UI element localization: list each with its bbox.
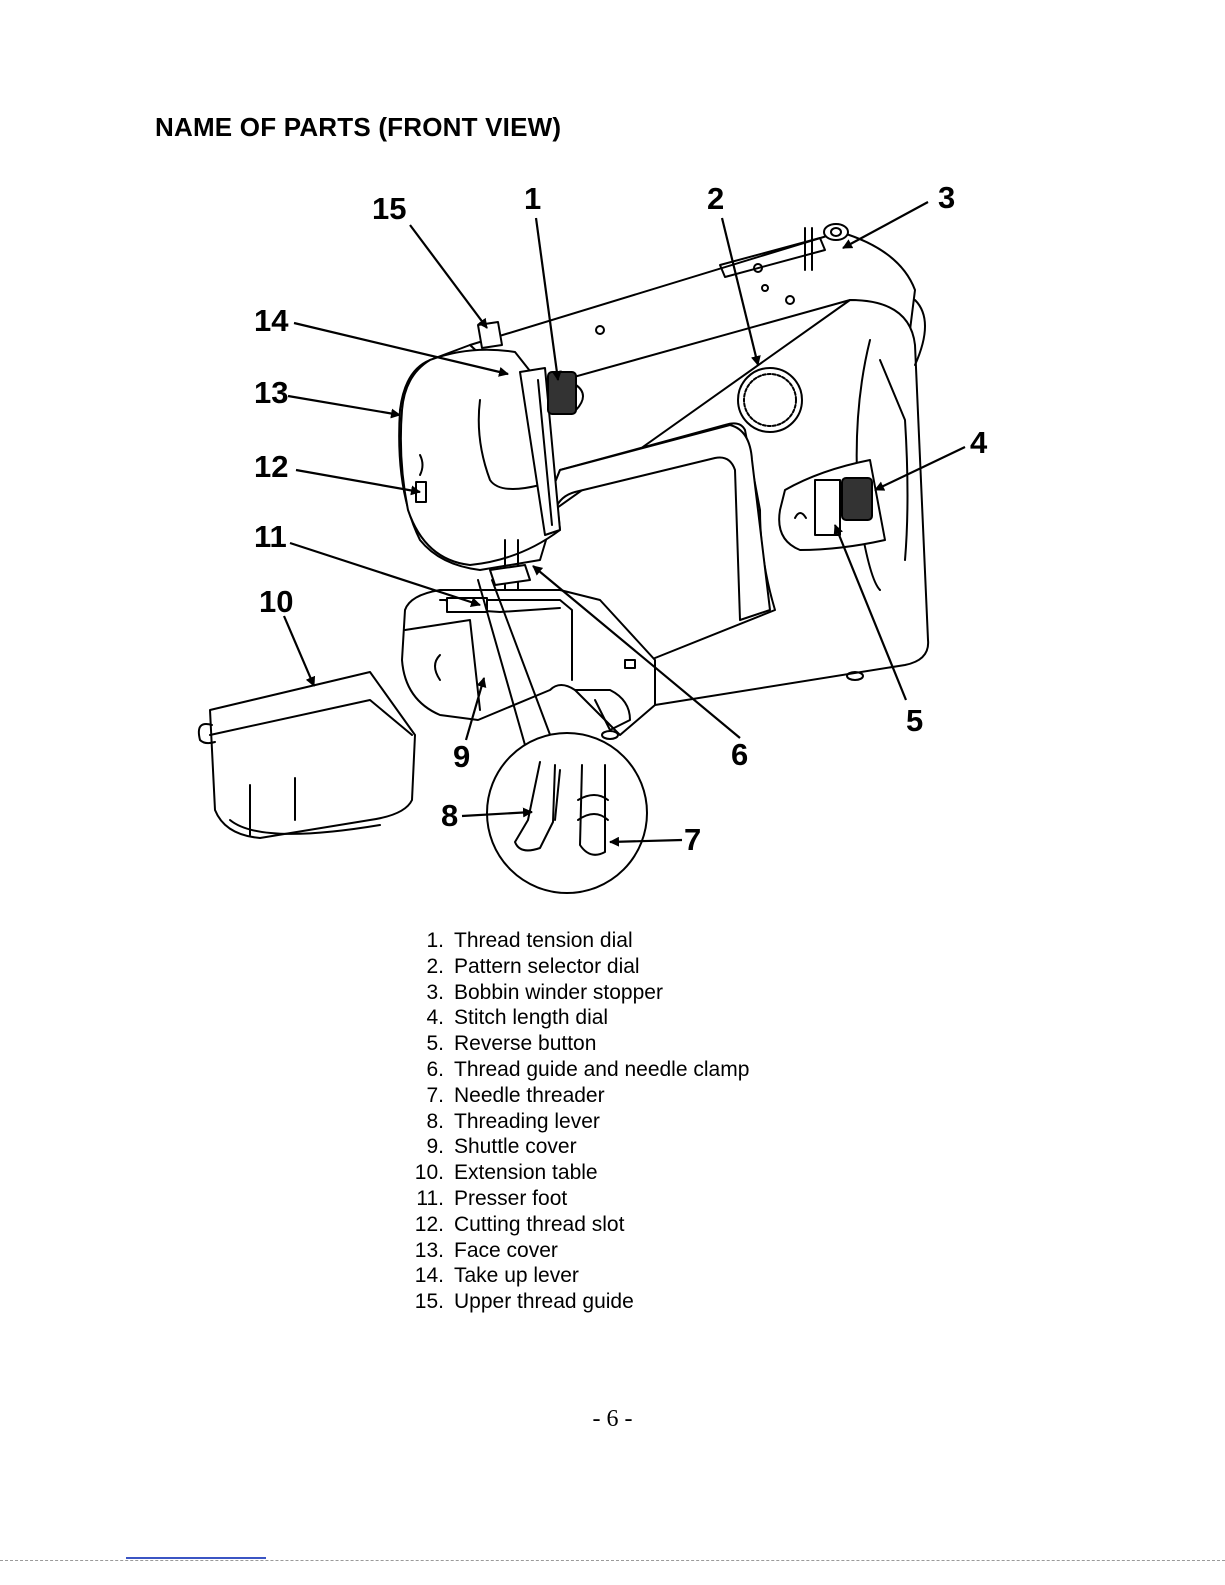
callout-9: 9 xyxy=(453,739,470,774)
list-item: 10.Extension table xyxy=(414,1161,598,1185)
leader-2 xyxy=(720,217,761,366)
callout-2: 2 xyxy=(707,181,724,216)
callout-4: 4 xyxy=(970,425,988,460)
machine-body xyxy=(539,299,930,706)
list-item: 13.Face cover xyxy=(414,1238,558,1262)
page-number: - 6 - xyxy=(592,1406,633,1432)
take-up-lever xyxy=(519,367,561,536)
list-item: 7.Needle threader xyxy=(426,1083,605,1107)
callout-12: 12 xyxy=(254,449,288,484)
list-item: 4.Stitch length dial xyxy=(426,1006,609,1030)
callout-10: 10 xyxy=(259,584,293,619)
callout-3: 3 xyxy=(938,180,955,215)
machine-bed xyxy=(401,589,656,736)
leader-8 xyxy=(461,807,533,818)
leader-11 xyxy=(289,541,481,607)
callout-13: 13 xyxy=(254,375,288,410)
list-item: 6.Thread guide and needle clamp xyxy=(426,1057,750,1081)
bobbin-winder-spindle xyxy=(804,227,813,271)
leader-15 xyxy=(409,224,488,329)
list-item: 14.Take up lever xyxy=(414,1264,579,1288)
callout-15: 15 xyxy=(372,191,406,226)
magnifier-circle xyxy=(486,732,648,894)
list-item: 8.Threading lever xyxy=(426,1109,600,1133)
list-item: 5.Reverse button xyxy=(426,1032,597,1056)
thread-tension-dial xyxy=(547,371,577,415)
list-item: 15.Upper thread guide xyxy=(414,1290,634,1314)
callout-5: 5 xyxy=(906,703,923,738)
leader-10 xyxy=(282,615,316,687)
callout-leaders xyxy=(282,201,966,847)
list-item: 1.Thread tension dial xyxy=(426,929,633,952)
leader-14 xyxy=(293,321,509,377)
leader-6 xyxy=(532,565,741,739)
list-item: 2.Pattern selector dial xyxy=(426,954,640,978)
list-item: 9.Shuttle cover xyxy=(426,1135,577,1159)
sewing-machine-illustration xyxy=(197,223,930,894)
list-item: 11.Presser foot xyxy=(416,1186,568,1210)
leader-5 xyxy=(833,524,908,701)
leader-9 xyxy=(464,677,487,741)
callout-numbers: 1 2 3 4 5 6 7 8 9 10 11 12 13 14 15 xyxy=(254,180,988,857)
leader-13 xyxy=(287,394,401,419)
magnifier-lines xyxy=(477,579,553,746)
shuttle-cover xyxy=(404,619,481,711)
leader-7 xyxy=(609,836,683,847)
leader-1 xyxy=(534,217,562,381)
extension-table xyxy=(209,671,416,839)
list-item: 12.Cutting thread slot xyxy=(414,1212,625,1236)
footer-rule xyxy=(0,1560,1225,1561)
upper-thread-guide-shape xyxy=(477,321,503,349)
callout-6: 6 xyxy=(731,737,748,772)
callout-14: 14 xyxy=(254,303,289,338)
leader-12 xyxy=(295,468,421,496)
page-title: NAME OF PARTS (FRONT VIEW) xyxy=(155,112,562,142)
callout-8: 8 xyxy=(441,798,458,833)
stitch-length-dial xyxy=(841,477,873,521)
pattern-selector-dial xyxy=(737,367,803,433)
parts-list: 1.Thread tension dial 2.Pattern selector… xyxy=(408,928,750,1315)
leader-3 xyxy=(842,201,929,249)
leader-4 xyxy=(874,446,966,491)
callout-11: 11 xyxy=(254,519,287,554)
list-item: 3.Bobbin winder stopper xyxy=(426,980,663,1004)
face-cover xyxy=(399,348,561,566)
sewing-machine-diagram: 1 2 3 4 5 6 7 8 9 10 11 12 13 14 15 xyxy=(197,180,988,894)
footer-link-underline xyxy=(126,1557,266,1559)
callout-1: 1 xyxy=(524,181,541,216)
callout-7: 7 xyxy=(684,822,701,857)
